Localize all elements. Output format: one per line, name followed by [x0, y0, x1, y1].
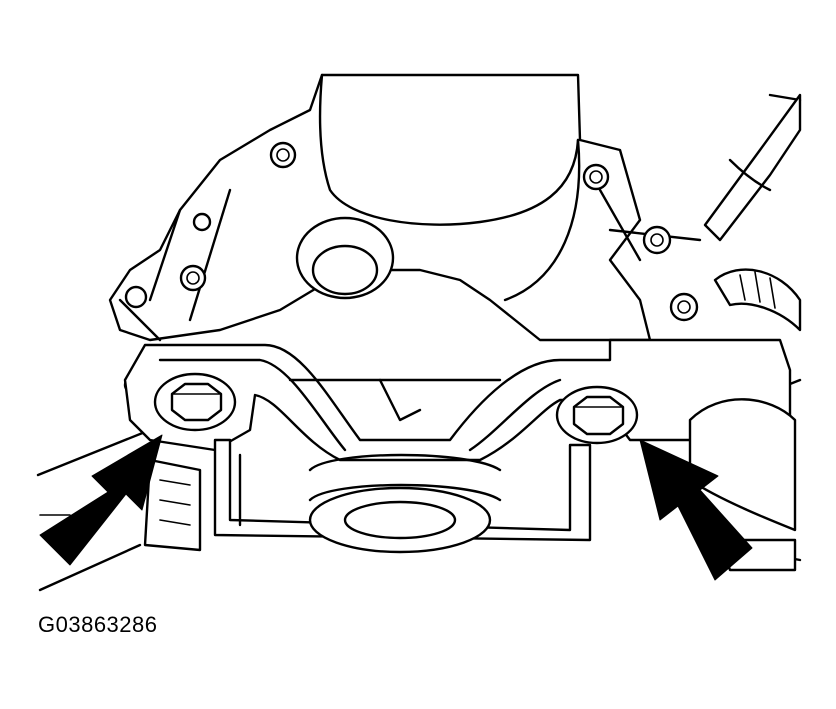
housing-bolt-2	[179, 264, 207, 292]
lower-components	[143, 398, 797, 572]
arrow-left	[39, 434, 163, 566]
housing-bore	[295, 216, 395, 300]
housing-bolt-5	[669, 292, 699, 322]
housing-bolt-3	[582, 163, 610, 191]
housing-bolt-4	[642, 225, 672, 255]
lower-cradle	[213, 438, 592, 554]
arrow-right	[639, 439, 753, 581]
hose-right	[703, 93, 802, 332]
housing-stud-1	[192, 212, 212, 232]
mount-nut-right	[555, 385, 639, 445]
housing-bolt-1	[269, 141, 297, 169]
transmission-case	[108, 73, 702, 342]
figure-id-label: G03863286	[38, 612, 158, 637]
housing-stud-2	[124, 285, 148, 309]
mount-nut-left	[153, 372, 237, 432]
